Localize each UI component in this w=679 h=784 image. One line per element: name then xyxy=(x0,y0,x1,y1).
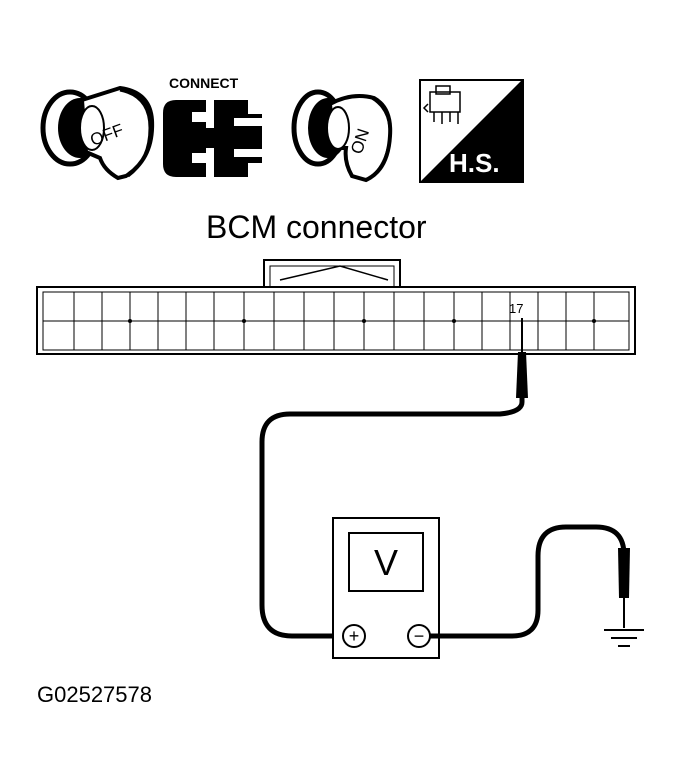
voltmeter: V + − xyxy=(332,517,440,659)
terminal-grid xyxy=(73,292,596,350)
ignition-key-off-icon: OFF xyxy=(40,85,155,181)
hs-label: H.S. xyxy=(449,148,500,178)
ignition-key-on-icon: ON xyxy=(291,89,393,183)
negative-lead-wire xyxy=(430,524,627,639)
terminal-dot xyxy=(242,319,246,323)
negative-terminal: − xyxy=(407,624,431,648)
meter-unit-label: V xyxy=(374,542,398,583)
figure-id: G02527578 xyxy=(37,682,152,707)
positive-symbol: + xyxy=(349,626,360,646)
harness-side-icon: H.S. xyxy=(419,79,524,183)
ground-symbol xyxy=(604,629,644,647)
connect-label: CONNECT xyxy=(169,75,239,91)
terminal-dot xyxy=(592,319,596,323)
bcm-connector xyxy=(36,259,636,355)
connector-title: BCM connector xyxy=(206,209,427,245)
terminal-dot xyxy=(128,319,132,323)
terminal-dot xyxy=(452,319,456,323)
positive-terminal: + xyxy=(342,624,366,648)
ground-probe xyxy=(618,548,630,628)
terminal-17-label: 17 xyxy=(509,301,523,316)
connector-connect-icon: CONNECT xyxy=(163,75,262,177)
positive-lead-wire xyxy=(259,398,525,639)
negative-symbol: − xyxy=(414,626,425,646)
positive-probe xyxy=(516,318,528,398)
terminal-dot xyxy=(362,319,366,323)
